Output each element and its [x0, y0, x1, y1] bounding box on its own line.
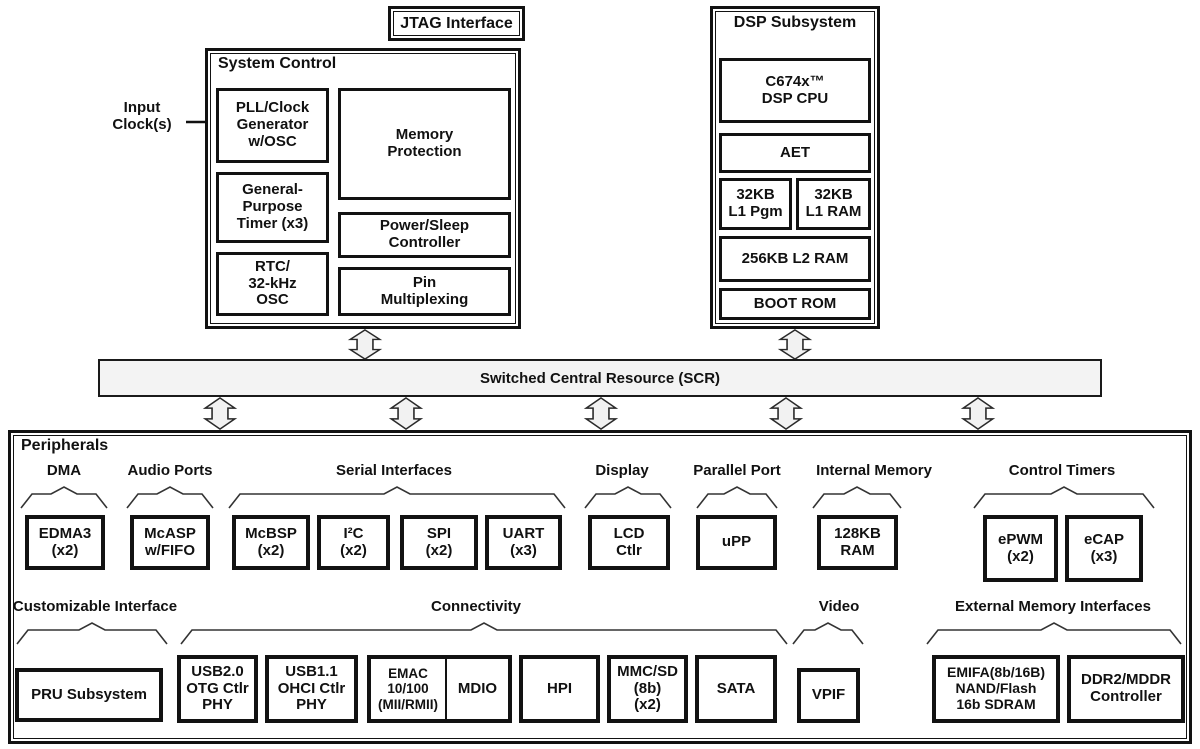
group-label-serial-interfaces: Serial Interfaces	[336, 462, 452, 479]
peripherals-title: Peripherals	[21, 437, 109, 454]
group-label-dma: DMA	[46, 462, 82, 479]
block-usb20: USB2.0 OTG Ctlr PHY	[177, 655, 258, 723]
group-brace	[126, 486, 214, 510]
block-i2c: I²C (x2)	[317, 515, 390, 570]
block-l1-ram: 32KB L1 RAM	[796, 178, 871, 230]
bidirectional-arrow-icon	[768, 397, 804, 430]
bidirectional-arrow-icon	[202, 397, 238, 430]
group-brace	[792, 622, 864, 646]
block-boot-rom: BOOT ROM	[719, 288, 871, 320]
scr-label: Switched Central Resource (SCR)	[479, 369, 721, 387]
group-label-control-timers: Control Timers	[1008, 462, 1116, 479]
peripherals-block: Peripherals DMA Audio Ports Serial Inter…	[8, 430, 1192, 744]
bidirectional-arrow-icon	[777, 329, 813, 360]
block-emac: EMAC 10/100 (MII/RMII)	[371, 659, 447, 719]
group-label-parallel-port: Parallel Port	[693, 462, 781, 479]
block-rtc-osc: RTC/ 32-kHz OSC	[216, 252, 329, 316]
group-brace	[812, 486, 902, 510]
block-mmcsd: MMC/SD (8b) (x2)	[607, 655, 688, 723]
block-usb11: USB1.1 OHCI Ctlr PHY	[265, 655, 358, 723]
group-label-video: Video	[818, 598, 860, 615]
block-128kb-ram: 128KB RAM	[817, 515, 898, 570]
dsp-subsystem-block: DSP Subsystem C674x™ DSP CPU AET 32KB L1…	[710, 6, 880, 329]
block-upp: uPP	[696, 515, 777, 570]
group-brace	[180, 622, 788, 646]
group-brace	[16, 622, 168, 646]
group-label-external-memory-interfaces: External Memory Interfaces	[955, 598, 1151, 615]
jtag-interface-block: JTAG Interface	[388, 6, 525, 41]
block-mdio: MDIO	[457, 679, 498, 697]
block-dsp-cpu: C674x™ DSP CPU	[719, 58, 871, 123]
bidirectional-arrow-icon	[960, 397, 996, 430]
block-vpif: VPIF	[797, 668, 860, 723]
system-control-title: System Control	[218, 55, 337, 72]
block-aet: AET	[719, 133, 871, 173]
block-l2-ram: 256KB L2 RAM	[719, 236, 871, 282]
block-ecap: eCAP (x3)	[1065, 515, 1143, 582]
bidirectional-arrow-icon	[388, 397, 424, 430]
group-brace	[926, 622, 1182, 646]
group-label-internal-memory: Internal Memory	[816, 462, 932, 479]
block-ddr2-mddr: DDR2/MDDR Controller	[1067, 655, 1185, 723]
block-l1-pgm: 32KB L1 Pgm	[719, 178, 792, 230]
jtag-interface-label: JTAG Interface	[400, 14, 513, 32]
block-power-sleep-controller: Power/Sleep Controller	[338, 212, 511, 258]
block-gp-timer: General- Purpose Timer (x3)	[216, 172, 329, 243]
block-hpi: HPI	[519, 655, 600, 723]
block-epwm: ePWM (x2)	[983, 515, 1058, 582]
block-pin-multiplexing: Pin Multiplexing	[338, 267, 511, 316]
group-label-connectivity: Connectivity	[430, 598, 522, 615]
group-label-display: Display	[595, 462, 649, 479]
system-control-block: System Control PLL/Clock Generator w/OSC…	[205, 48, 521, 329]
bidirectional-arrow-icon	[583, 397, 619, 430]
group-brace	[228, 486, 566, 510]
input-clocks-label: Input Clock(s)	[112, 99, 172, 134]
block-pru-subsystem: PRU Subsystem	[15, 668, 163, 722]
block-uart: UART (x3)	[485, 515, 562, 570]
block-sata: SATA	[695, 655, 777, 723]
group-brace	[20, 486, 108, 510]
block-memory-protection: Memory Protection	[338, 88, 511, 200]
block-mcbsp: McBSP (x2)	[232, 515, 310, 570]
group-brace	[584, 486, 672, 510]
block-edma3: EDMA3 (x2)	[25, 515, 105, 570]
block-emac-mdio: EMAC 10/100 (MII/RMII) MDIO	[367, 655, 512, 723]
group-label-audio-ports: Audio Ports	[127, 462, 213, 479]
block-spi: SPI (x2)	[400, 515, 478, 570]
group-label-customizable-interface: Customizable Interface	[12, 598, 178, 615]
bidirectional-arrow-icon	[347, 329, 383, 360]
block-pll-clock-generator: PLL/Clock Generator w/OSC	[216, 88, 329, 163]
group-brace	[973, 486, 1155, 510]
block-mcasp: McASP w/FIFO	[130, 515, 210, 570]
dsp-subsystem-title: DSP Subsystem	[733, 14, 857, 31]
scr-bar: Switched Central Resource (SCR)	[98, 359, 1102, 397]
group-brace	[696, 486, 778, 510]
block-emifa: EMIFA(8b/16B) NAND/Flash 16b SDRAM	[932, 655, 1060, 723]
block-lcd-ctlr: LCD Ctlr	[588, 515, 670, 570]
